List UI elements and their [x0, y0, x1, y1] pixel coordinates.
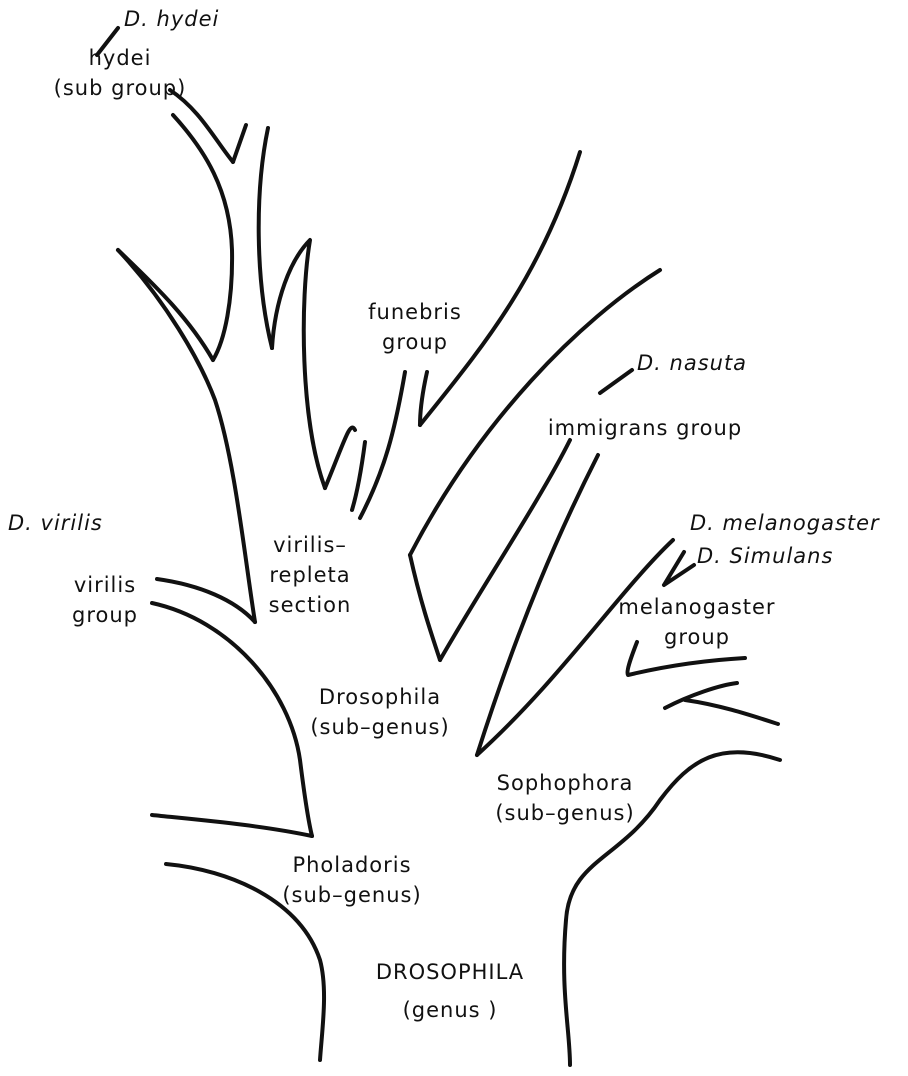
label-line: hydei	[45, 43, 195, 73]
label-line: section	[250, 590, 370, 620]
label-line: group	[612, 622, 782, 652]
label-line: (sub group)	[45, 73, 195, 103]
virilis-branch-lower	[152, 603, 312, 836]
label-line: (sub–genus)	[290, 712, 470, 742]
virilis-branch-upper	[157, 579, 255, 622]
species-label-virilis: D. virilis	[8, 510, 103, 536]
label-line: Drosophila	[290, 682, 470, 712]
funebris-long-branch	[420, 152, 580, 425]
species-label-nasuta: D. nasuta	[637, 350, 747, 376]
trunk-left-edge	[118, 250, 255, 622]
label-line: (sub–genus)	[262, 880, 442, 910]
label-line: group	[355, 327, 475, 357]
species-label-simulans: D. Simulans	[697, 543, 833, 569]
label-line: virilis	[50, 570, 160, 600]
pholadoris-branch	[152, 815, 312, 836]
label-pholadoris-subgenus: Pholadoris (sub–genus)	[262, 850, 442, 910]
label-line: immigrans group	[530, 413, 760, 443]
melanogaster-twig-c	[685, 700, 778, 724]
label-line: group	[50, 600, 160, 630]
label-line: Sophophora	[475, 768, 655, 798]
label-line: (sub–genus)	[475, 798, 655, 828]
funebris-branch-left	[325, 427, 355, 488]
label-sophophora-subgenus: Sophophora (sub–genus)	[475, 768, 655, 828]
label-drosophila-genus: DROSOPHILA (genus )	[365, 957, 535, 1025]
label-virilis-group: virilis group	[50, 570, 160, 630]
label-line: repleta	[250, 560, 370, 590]
label-virilis-repleta-section: virilis– repleta section	[250, 530, 370, 620]
funebris-branch-b	[352, 442, 365, 510]
label-hydei-subgroup: hydei (sub group)	[45, 43, 195, 103]
label-line: (genus )	[365, 995, 535, 1025]
melanogaster-leader-lines	[664, 552, 694, 585]
label-line: DROSOPHILA	[365, 957, 535, 987]
label-melanogaster-group: melanogaster group	[612, 592, 782, 652]
label-immigrans-group: immigrans group	[530, 413, 760, 443]
label-drosophila-subgenus: Drosophila (sub–genus)	[290, 682, 470, 742]
label-line: virilis–	[250, 530, 370, 560]
center-twig-branch	[259, 128, 272, 348]
funebris-branch-a	[360, 372, 405, 518]
species-label-hydei: D. hydei	[124, 6, 219, 32]
label-line: melanogaster	[612, 592, 782, 622]
species-label-melanogaster: D. melanogaster	[690, 510, 880, 536]
hydei-branch-notch	[233, 125, 246, 162]
label-funebris-group: funebris group	[355, 297, 475, 357]
label-line: funebris	[355, 297, 475, 327]
nasuta-leader-line	[600, 370, 632, 393]
trunk-right-edge	[272, 240, 325, 488]
immigrans-inner-edge	[410, 555, 440, 660]
label-line: Pholadoris	[262, 850, 442, 880]
